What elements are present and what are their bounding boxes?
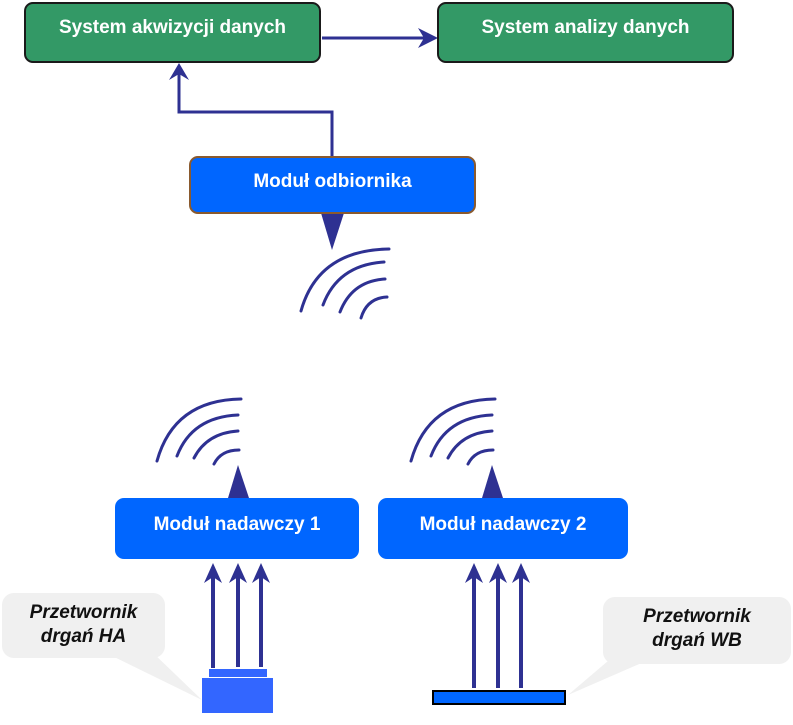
transmitter1-antenna-icon — [228, 465, 249, 498]
transmitter-module-2-box: Moduł nadawczy 2 — [378, 498, 628, 559]
callout-wb-line2: drgań WB — [652, 630, 742, 651]
arrow-receiver-to-acquisition — [169, 63, 334, 157]
signal-arrowheads-wb — [465, 563, 530, 583]
receiver-antenna-icon — [321, 213, 344, 250]
arrow-acquisition-to-analysis — [322, 28, 438, 48]
signal-arrowheads-ha — [204, 563, 270, 583]
wireless-waves-transmitter2-icon — [409, 397, 497, 466]
signal-arrows-ha — [211, 575, 263, 668]
wireless-waves-receiver-icon — [299, 247, 391, 320]
transmitter2-antenna-icon — [482, 465, 503, 498]
sensor-ha-top-plate — [209, 669, 267, 677]
transmitter-module-1-box: Moduł nadawczy 1 — [115, 498, 359, 559]
analysis-system-box: System analizy danych — [437, 2, 734, 63]
receiver-module-box: Moduł odbiornika — [189, 156, 476, 214]
callout-wb-line1: Przetwornik — [643, 606, 751, 627]
callout-ha-line1: Przetwornik — [29, 602, 138, 623]
transmitter-module-1-label: Moduł nadawczy 1 — [153, 514, 321, 535]
acquisition-system-box: System akwizycji danych — [24, 2, 321, 63]
callout-sensor-wb: Przetwornik drgań WB — [603, 597, 791, 664]
wireless-waves-transmitter1-icon — [155, 397, 243, 466]
callout-tail-wb — [568, 655, 660, 695]
receiver-module-label: Moduł odbiornika — [253, 171, 412, 192]
callout-sensor-ha: Przetwornik drgań HA — [2, 593, 165, 658]
callout-tail-ha — [100, 650, 202, 700]
acquisition-system-label: System akwizycji danych — [58, 17, 287, 38]
sensor-ha-body — [202, 678, 273, 713]
callout-ha-line2: drgań HA — [40, 626, 127, 647]
sensor-wb-plate — [432, 690, 566, 705]
signal-arrows-wb — [472, 575, 523, 688]
analysis-system-label: System analizy danych — [481, 17, 690, 38]
transmitter-module-2-label: Moduł nadawczy 2 — [419, 514, 587, 535]
